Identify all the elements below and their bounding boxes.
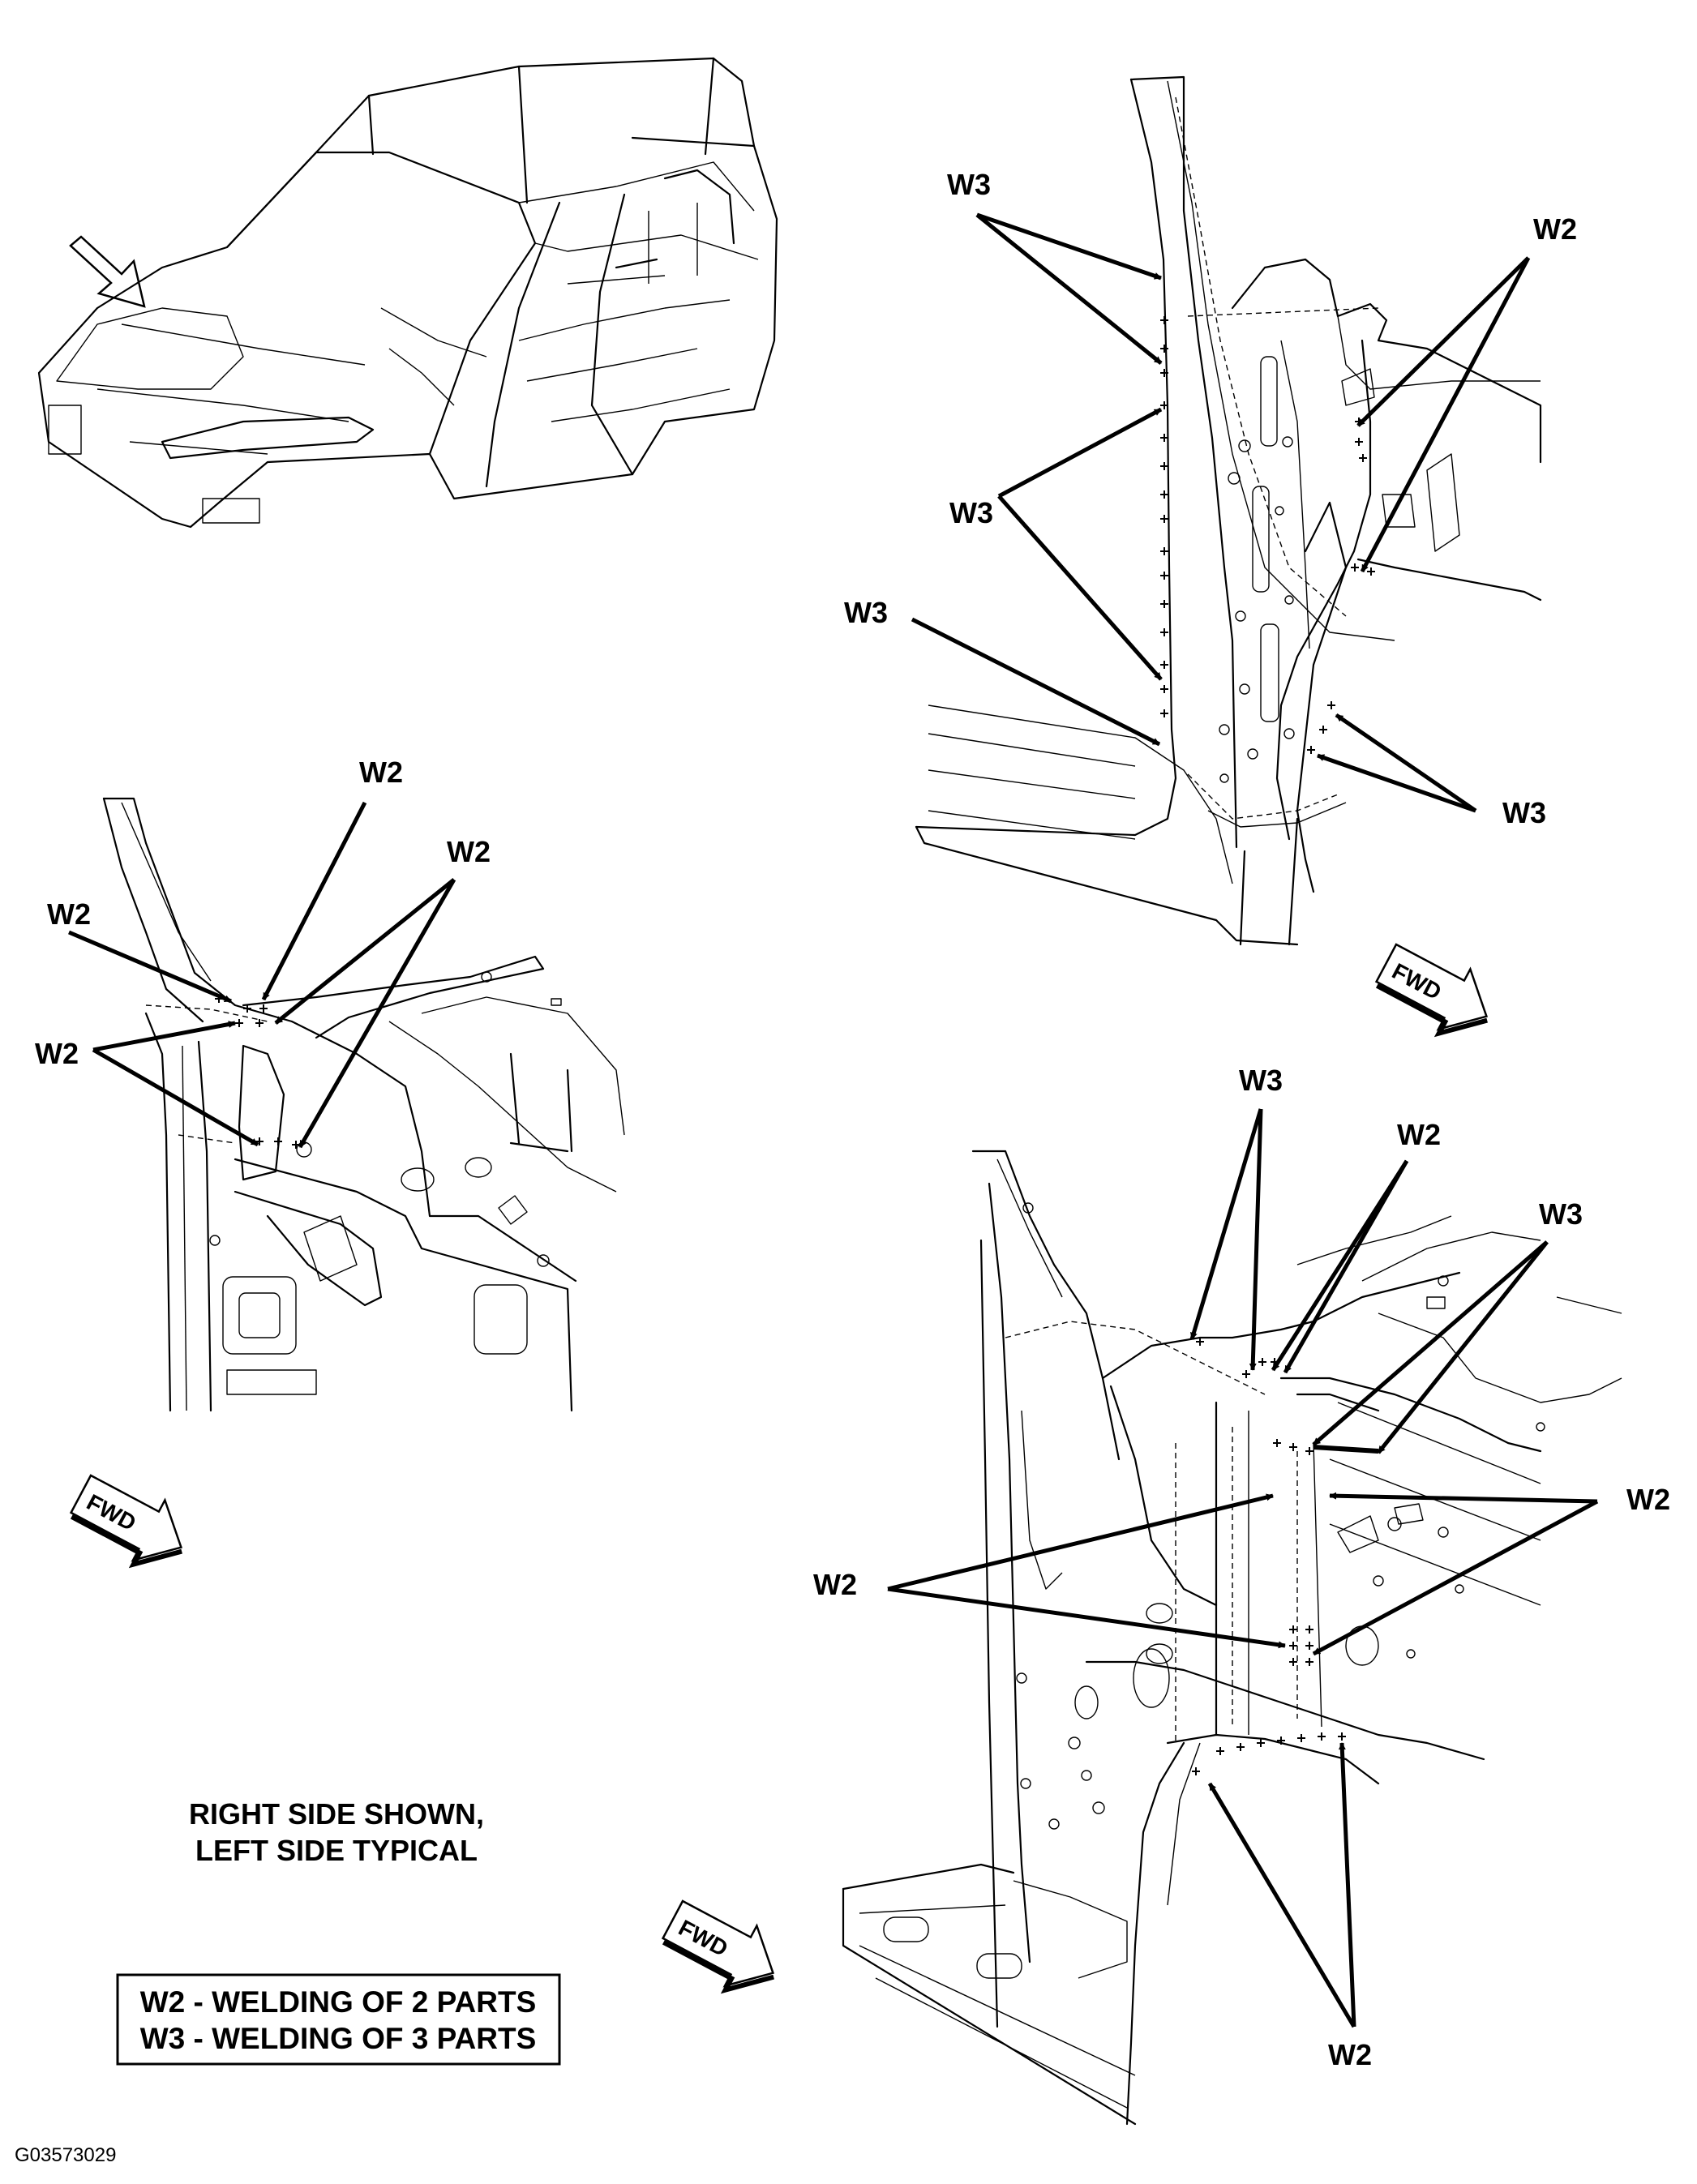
callout-w2: W2 <box>813 1568 857 1601</box>
leaders-top-right <box>911 212 1531 813</box>
a-pillar-rocker-detail <box>915 75 1542 946</box>
legend-line-2: W3 - WELDING OF 3 PARTS <box>140 2022 537 2055</box>
callout-w2: W2 <box>1397 1118 1441 1151</box>
callout-w2: W2 <box>359 756 403 789</box>
weld-marks-top-right <box>1160 316 1375 754</box>
callout-w3: W3 <box>1239 1064 1283 1097</box>
lower-pillar-rocker-detail <box>842 1150 1622 2126</box>
callout-w2: W2 <box>35 1037 79 1070</box>
callout-w3: W3 <box>1502 796 1546 829</box>
leaders-bottom-right <box>887 1108 1599 2028</box>
callout-w3: W3 <box>844 596 888 629</box>
weld-marks-bottom-right <box>1192 1338 1346 1775</box>
figure-id: G03573029 <box>15 2144 116 2166</box>
vehicle-body-overview <box>37 57 778 529</box>
legend-line-1: W2 - WELDING OF 2 PARTS <box>140 1985 537 2019</box>
callout-w3: W3 <box>947 168 991 201</box>
fwd-arrow: FWD <box>1374 943 1489 1038</box>
fwd-arrow: FWD <box>661 1899 775 1994</box>
callout-w3: W3 <box>1539 1197 1583 1231</box>
callout-w2: W2 <box>1626 1483 1670 1516</box>
caption-line-2: LEFT SIDE TYPICAL <box>195 1834 478 1867</box>
hinge-pillar-detail <box>102 797 625 1412</box>
legend-box: W2 - WELDING OF 2 PARTS W3 - WELDING OF … <box>116 1973 561 2066</box>
weld-marks-middle-left <box>215 995 300 1149</box>
leaders-middle-left <box>68 801 456 1149</box>
callout-w2: W2 <box>447 835 491 868</box>
callout-w2: W2 <box>47 897 91 931</box>
callout-w2: W2 <box>1533 212 1577 246</box>
fwd-arrow: FWD <box>69 1474 183 1569</box>
caption-line-1: RIGHT SIDE SHOWN, <box>189 1797 484 1831</box>
callout-w2: W2 <box>1328 2038 1372 2071</box>
callout-w3: W3 <box>949 496 993 529</box>
view-direction-arrow <box>69 235 146 308</box>
